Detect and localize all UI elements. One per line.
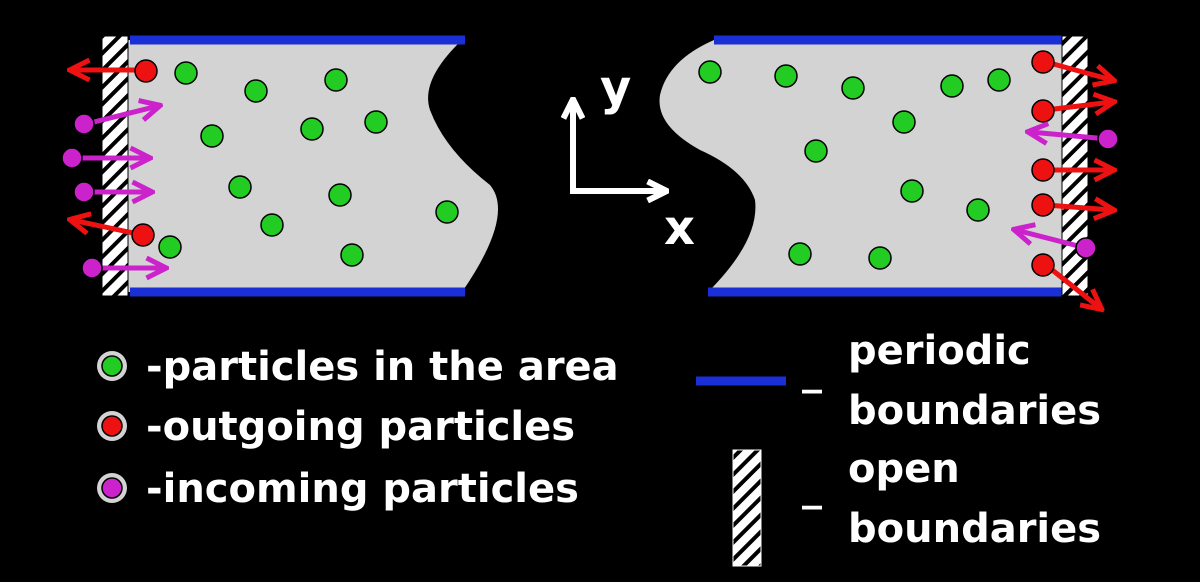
legend-periodic-line1: periodic [848,328,1031,374]
area-particle [435,200,459,224]
incoming-particles-right [1016,128,1119,259]
area-particle [940,74,964,98]
outgoing-particle [131,223,155,247]
legend-item-incoming: -incoming particles [97,466,579,512]
outgoing-particle [1031,193,1055,217]
area-particle [340,243,364,267]
incoming-particle [81,257,103,279]
area-particle [788,242,812,266]
area-particle [966,198,990,222]
area-particle [364,110,388,134]
outgoing-particle [134,59,158,83]
legend-periodic-dash: _ [802,348,822,394]
incoming-particle [1075,237,1097,259]
area-particle [698,60,722,84]
area-particle [300,117,324,141]
area-particle [200,124,224,148]
outgoing-particle [1031,99,1055,123]
left-domain [61,35,499,297]
legend-item-outgoing: -outgoing particles [97,404,575,450]
incoming-particle [61,147,83,169]
outgoing-arrow [1045,59,1112,80]
outgoing-arrow [1045,102,1112,110]
outgoing-arrow [72,220,139,237]
incoming-arrow [85,106,158,127]
area-particle [774,64,798,88]
legend-open-boundary-icon [732,449,762,567]
incoming-particle [73,181,95,203]
incoming-arrow [1030,132,1109,139]
area-particle [324,68,348,92]
legend-item-periodic: _ periodic boundaries [696,328,1101,434]
outgoing-particle [1031,253,1055,277]
legend-open-line2: boundaries [848,506,1101,552]
right-domain-area [659,40,1062,292]
legend-incoming-label: -incoming particles [146,466,579,512]
outgoing-arrow [1045,205,1112,210]
right-domain [659,35,1119,308]
y-axis-label: y [600,60,631,116]
legend-area-label: -particles in the area [146,344,619,390]
open-boundary-left [101,35,129,297]
area-particle [804,139,828,163]
legend-item-area: -particles in the area [97,344,619,390]
area-particle [987,68,1011,92]
legend-open-line1: open [848,446,960,492]
left-domain-area [128,40,499,292]
outgoing-particles-right [1031,50,1112,308]
outgoing-particle [1031,50,1055,74]
outgoing-arrow [1044,263,1100,308]
area-particle [892,110,916,134]
area-particle [158,235,182,259]
area-particle [841,76,865,100]
area-particle [328,183,352,207]
outgoing-particles-left [72,59,158,247]
area-particle [868,246,892,270]
x-axis-label: x [664,200,695,256]
incoming-particle [73,113,95,135]
incoming-arrow [1016,230,1087,251]
axes: y x [570,60,695,256]
area-particle [174,61,198,85]
incoming-particles-left [61,106,164,279]
legend-open-dash: _ [802,464,822,510]
legend-outgoing-label: -outgoing particles [146,404,575,450]
outgoing-particle [1031,158,1055,182]
legend: -particles in the area -outgoing particl… [97,328,1101,567]
area-particle [228,175,252,199]
area-particles-left [158,61,459,267]
area-particle [244,79,268,103]
legend-periodic-line2: boundaries [848,388,1101,434]
area-particle [260,213,284,237]
legend-item-open: _ open boundaries [732,446,1101,567]
area-particles-right [698,60,1011,270]
area-particle [900,179,924,203]
incoming-particle [1097,128,1119,150]
